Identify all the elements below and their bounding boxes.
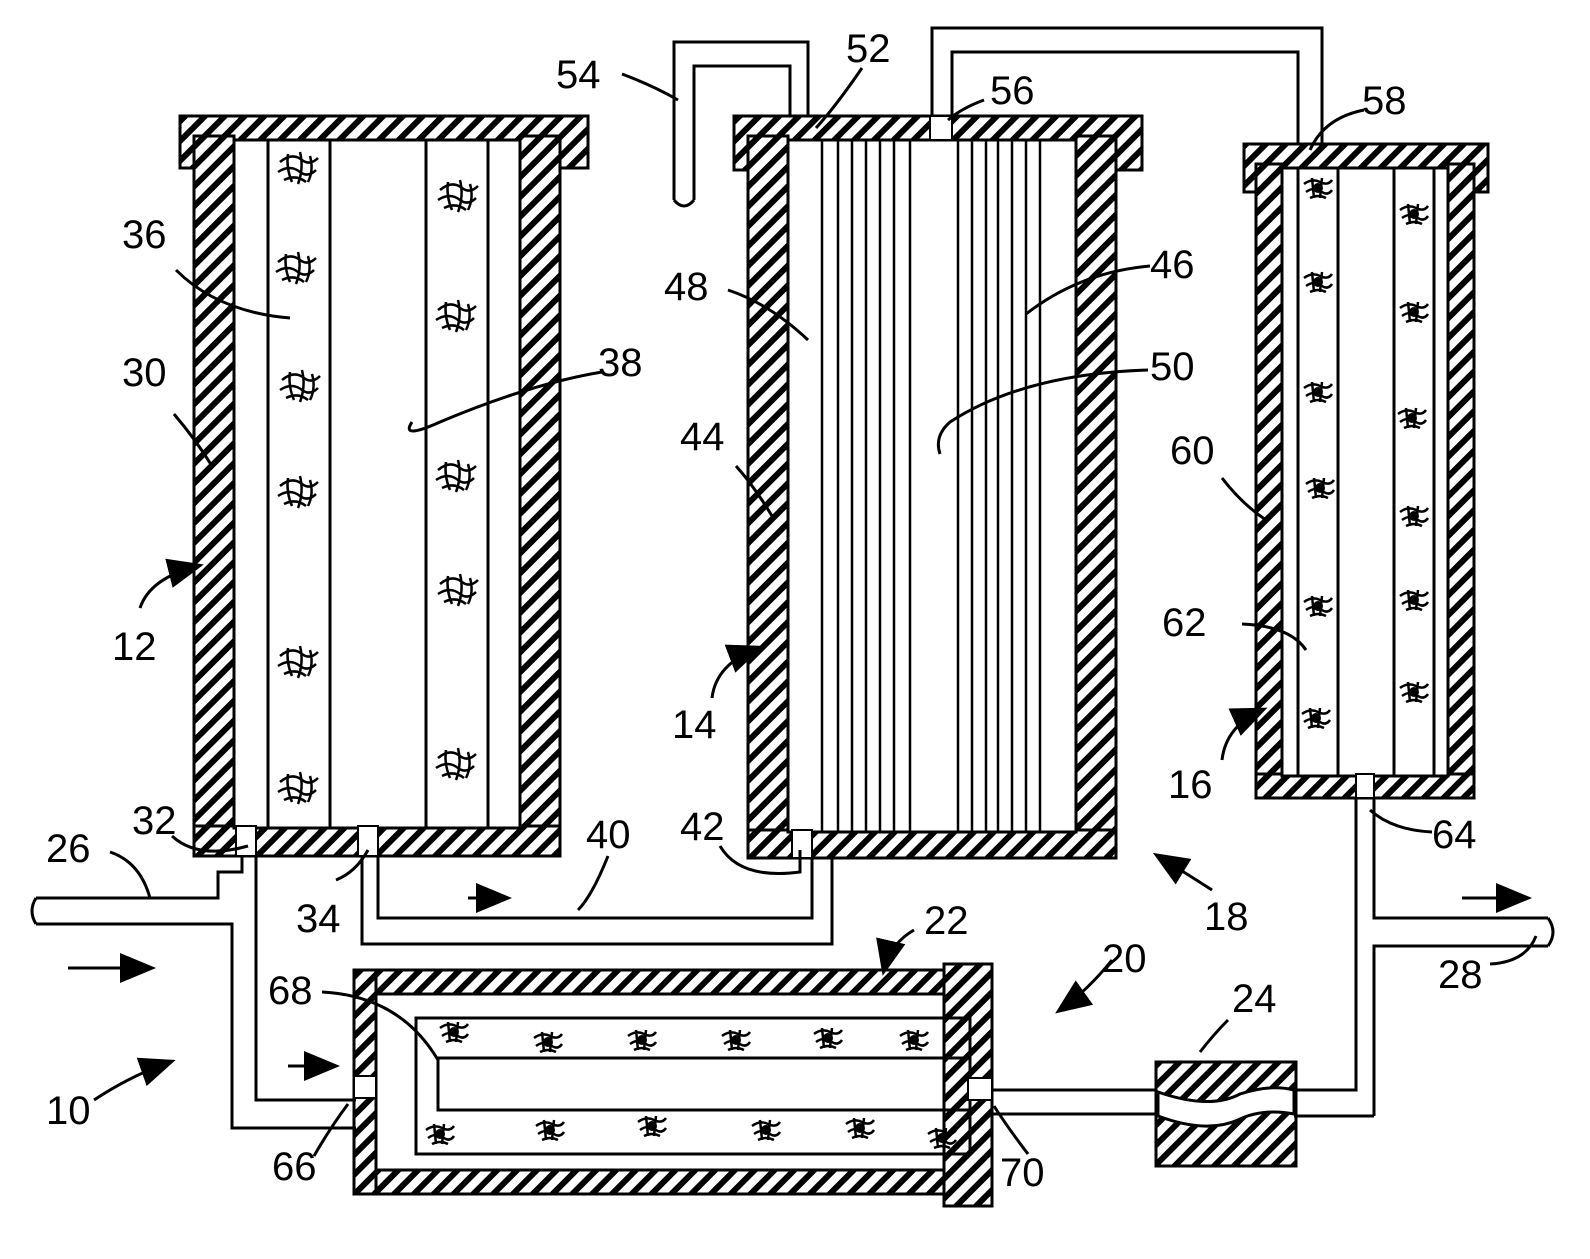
label-port-42: 42 bbox=[680, 805, 725, 849]
label-system: 10 bbox=[46, 1089, 91, 1133]
port-42-opening bbox=[791, 829, 813, 859]
label-first-filter: 12 bbox=[112, 625, 157, 669]
leader-26 bbox=[109, 850, 152, 899]
leader-44 bbox=[734, 464, 774, 517]
label-media-62: 62 bbox=[1162, 601, 1207, 645]
third-filter bbox=[1242, 142, 1490, 800]
leader-30 bbox=[172, 413, 214, 467]
label-pump-assembly: 20 bbox=[1102, 937, 1147, 981]
leader-38 bbox=[407, 370, 603, 433]
port-64-opening bbox=[1355, 773, 1375, 799]
label-housing-30: 30 bbox=[122, 351, 167, 395]
label-outlet-line: 28 bbox=[1438, 953, 1483, 997]
leader-64 bbox=[1368, 808, 1433, 834]
label-media-68: 68 bbox=[268, 969, 313, 1013]
port-66-opening bbox=[353, 1075, 377, 1099]
label-fluid-path: 18 bbox=[1204, 895, 1249, 939]
leader-34 bbox=[335, 849, 370, 882]
leader-66 bbox=[312, 1103, 350, 1157]
leader-48 bbox=[727, 288, 810, 342]
label-media-36: 36 bbox=[122, 213, 167, 257]
valve bbox=[1154, 1060, 1298, 1168]
leader-22 bbox=[876, 928, 915, 976]
label-port-64: 64 bbox=[1432, 813, 1477, 857]
reference-labels: 10 12 14 16 18 20 22 24 26 28 30 32 34 3… bbox=[46, 27, 1483, 1195]
label-housing-44: 44 bbox=[680, 415, 725, 459]
filter-14-right-wall bbox=[1074, 134, 1118, 858]
filter-12-chamber bbox=[232, 138, 522, 830]
label-second-filter: 14 bbox=[672, 703, 717, 747]
leader-62 bbox=[1241, 622, 1308, 651]
flow-arrows bbox=[68, 883, 1532, 1081]
leader-10 bbox=[93, 1057, 176, 1102]
label-port-66: 66 bbox=[272, 1145, 317, 1189]
filter-12-left-wall bbox=[192, 134, 236, 848]
leader-50 bbox=[936, 368, 1149, 455]
filter-16-left-wall bbox=[1254, 162, 1284, 798]
label-port-70: 70 bbox=[1000, 1151, 1045, 1195]
leader-18 bbox=[1152, 852, 1213, 892]
leader-68 bbox=[321, 990, 440, 1061]
piping bbox=[30, 26, 1555, 1130]
leader-32 bbox=[170, 834, 249, 853]
label-core-38: 38 bbox=[598, 341, 643, 385]
leader-20 bbox=[1055, 959, 1114, 1014]
filter-16-right-wall bbox=[1446, 162, 1476, 798]
leader-lines bbox=[93, 67, 1538, 1157]
leader-54 bbox=[621, 72, 679, 102]
label-port-32: 32 bbox=[132, 799, 177, 843]
label-third-filter: 16 bbox=[1168, 763, 1213, 807]
leader-14 bbox=[710, 644, 764, 699]
leader-36 bbox=[174, 268, 291, 320]
port-56-opening bbox=[929, 115, 953, 141]
hollow-fiber-bundle bbox=[820, 140, 1042, 832]
leader-58 bbox=[1308, 108, 1365, 151]
label-vent-52: 52 bbox=[846, 27, 891, 71]
leader-16 bbox=[1220, 707, 1268, 761]
filter-12-right-wall bbox=[518, 134, 562, 848]
label-inlet-line: 26 bbox=[46, 827, 91, 871]
port-34-opening bbox=[357, 825, 379, 857]
label-port-58: 58 bbox=[1362, 79, 1407, 123]
second-filter bbox=[732, 114, 1144, 860]
leader-28 bbox=[1489, 935, 1538, 966]
label-media-46: 46 bbox=[1150, 243, 1195, 287]
label-port-56: 56 bbox=[990, 69, 1035, 113]
unit-22-chamber bbox=[374, 992, 946, 1172]
valve-passage bbox=[1156, 1086, 1296, 1128]
leader-70 bbox=[992, 1105, 1030, 1155]
first-filter bbox=[178, 114, 590, 858]
leader-56 bbox=[947, 98, 985, 122]
leader-42 bbox=[718, 845, 802, 876]
leader-12 bbox=[138, 558, 204, 609]
filter-14-chamber bbox=[786, 138, 1078, 834]
label-fibers-50: 50 bbox=[1150, 345, 1195, 389]
filter-16-chamber bbox=[1280, 166, 1450, 778]
label-conduit-40: 40 bbox=[586, 813, 631, 857]
label-space-48: 48 bbox=[664, 265, 709, 309]
port-70-opening bbox=[967, 1077, 993, 1101]
leader-52 bbox=[814, 67, 864, 130]
leader-60 bbox=[1220, 477, 1267, 522]
unit-22-top-wall bbox=[352, 968, 970, 996]
label-housing-60: 60 bbox=[1170, 429, 1215, 473]
leader-24 bbox=[1198, 1018, 1230, 1053]
recirculation-unit bbox=[352, 962, 994, 1208]
label-vent-tube-54: 54 bbox=[556, 53, 601, 97]
leader-46 bbox=[1025, 264, 1151, 316]
port-32-opening bbox=[235, 825, 257, 857]
label-valve: 24 bbox=[1232, 977, 1277, 1021]
unit-22-bottom-wall bbox=[352, 1168, 970, 1196]
label-port-34: 34 bbox=[296, 897, 341, 941]
leader-40 bbox=[576, 855, 610, 912]
label-recirculation-unit: 22 bbox=[924, 899, 969, 943]
filter-14-left-wall bbox=[746, 134, 790, 858]
